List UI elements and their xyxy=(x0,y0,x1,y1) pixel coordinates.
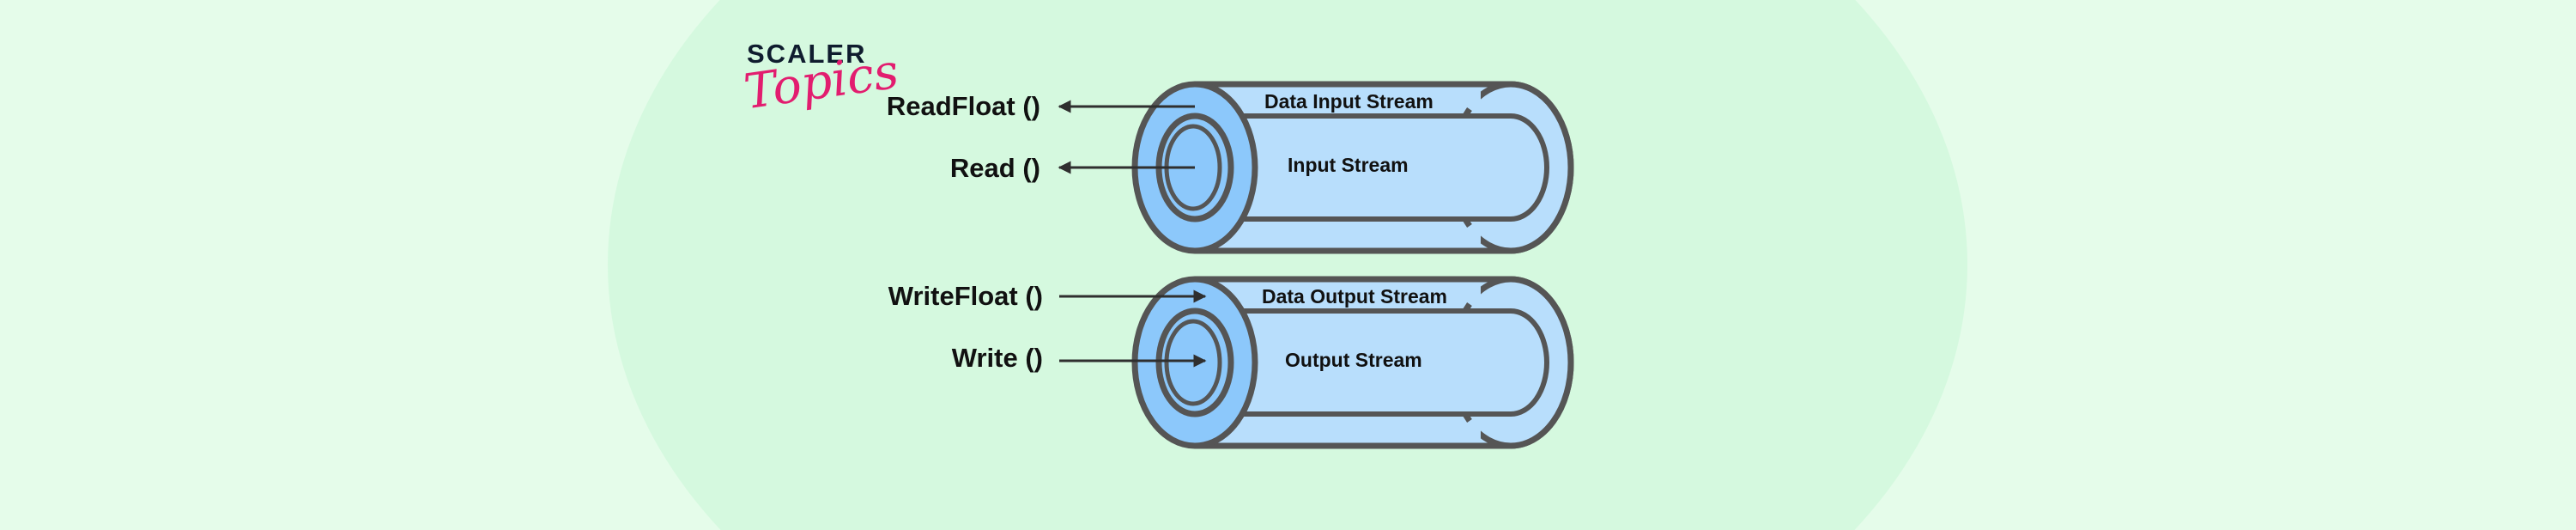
data-input-stream-label: Data Input Stream xyxy=(1264,90,1433,113)
write-method-label: Write () xyxy=(952,343,1043,373)
data-input-stream-cylinder: Data Input Stream Input Stream xyxy=(1131,81,1574,254)
data-output-stream-cylinder: Data Output Stream Output Stream xyxy=(1131,276,1574,449)
front-core xyxy=(1164,319,1222,406)
background-ellipse xyxy=(608,0,1967,530)
inner-tube-body xyxy=(1195,308,1549,417)
scaler-topics-logo: SCALER Topics xyxy=(741,39,902,120)
inner-tube-body xyxy=(1195,113,1549,222)
read-method-label: Read () xyxy=(950,153,1040,183)
writefloat-method-label: WriteFloat () xyxy=(888,281,1043,311)
output-stream-label: Output Stream xyxy=(1285,349,1422,371)
data-output-stream-label: Data Output Stream xyxy=(1262,285,1447,308)
readfloat-method-label: ReadFloat () xyxy=(887,91,1040,121)
input-stream-label: Input Stream xyxy=(1288,154,1409,176)
logo-scaler-text: SCALER xyxy=(747,39,866,69)
